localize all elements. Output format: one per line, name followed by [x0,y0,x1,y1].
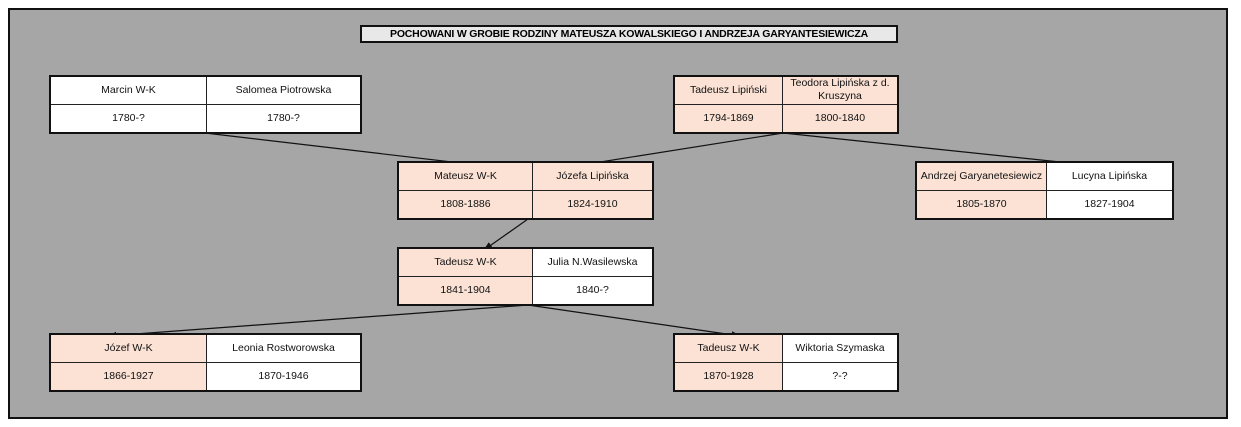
diagram-title: POCHOWANI W GROBIE RODZINY MATEUSZA KOWA… [360,25,898,43]
person-name-left: Andrzej Garyanetesiewicz [917,163,1047,191]
person-name-left: Marcin W-K [51,77,207,105]
link-arrow-marcin-to-mateusz [204,132,488,169]
person-name-right: Wiktoria Szymaska [783,335,897,363]
link-arrow-tadeusz-wk-to-jozef [106,304,529,339]
person-years-right: 1827-1904 [1084,197,1135,210]
person-years-left: 1808-1886 [399,190,533,218]
person-name-right: Lucyna Lipińska [1047,163,1172,191]
person-years-right: ?-? [832,369,848,382]
link-arrow-tadeusz-lipinski-to-andrzej [782,132,1100,169]
person-name-right: Józefa Lipińska [533,163,652,191]
person-years-right: 1840-? [576,283,609,296]
person-years-right: 1824-1910 [533,190,652,218]
person-years-right: 1800-1840 [783,104,897,132]
person-name-right: Leonia Rostworowska [207,335,360,363]
person-name-left: Tadeusz W-K [399,249,533,277]
person-years-right: 1780-? [267,111,300,124]
person-name-left: Tadeusz Lipiński [675,77,783,105]
person-name-left: Tadeusz W-K [675,335,783,363]
person-years-right: 1870-1946 [258,369,309,382]
link-arrow-tadeusz-lipinski-to-mateusz [573,132,784,169]
person-years-left: 1805-1870 [917,190,1047,218]
person-years-left: 1866-1927 [51,362,207,390]
person-years-left: 1841-1904 [399,276,533,304]
person-years-left: 1794-1869 [675,104,783,132]
person-name-right: Salomea Piotrowska [207,77,360,105]
link-arrow-mateusz-to-tadeusz-wk [483,218,529,251]
person-years-left: 1780-? [51,104,207,132]
link-arrow-tadeusz-wk-to-tadeusz-wk-2 [527,304,742,339]
person-name-right: Julia N.Wasilewska [533,249,652,277]
person-name-left: Mateusz W-K [399,163,533,191]
person-name-right: Teodora Lipińska z d. Kruszyna [783,77,897,105]
person-years-left: 1870-1928 [675,362,783,390]
person-name-left: Józef W-K [51,335,207,363]
